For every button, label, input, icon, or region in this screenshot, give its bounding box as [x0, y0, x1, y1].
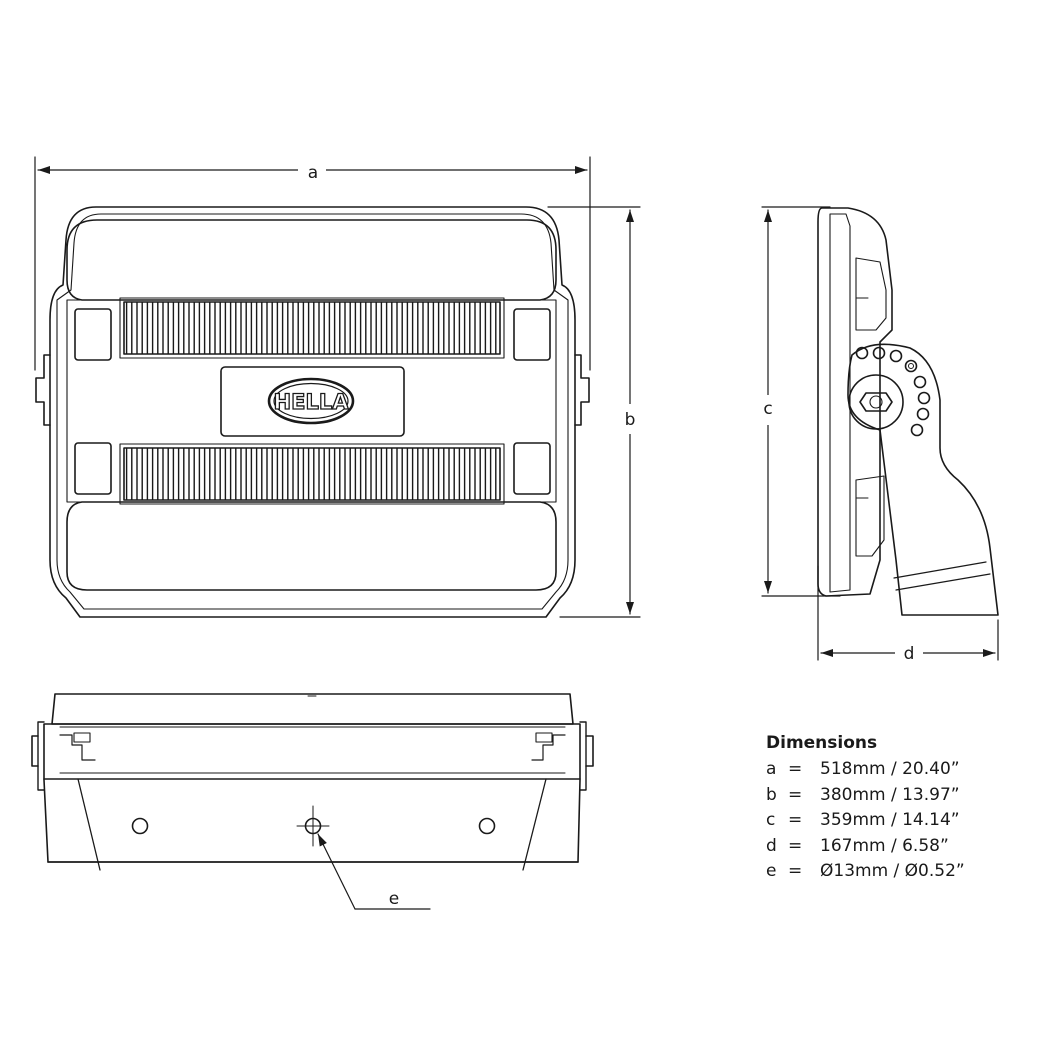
- adjust-hole: [917, 391, 931, 405]
- dimension-row: c = 359mm / 14.14”: [766, 808, 965, 834]
- dimension-equals: =: [788, 835, 803, 856]
- front-corner-lens: [74, 308, 112, 361]
- front-lens-bottom: [66, 501, 557, 591]
- bottom-top-lip: [51, 693, 574, 725]
- dimension-value: 167mm / 6.58”: [820, 835, 949, 856]
- mount-hole: [478, 817, 496, 835]
- dimension-key: e: [766, 861, 777, 881]
- bottom-mount-right: [585, 735, 594, 767]
- side-bracket-arm: [847, 343, 999, 616]
- label-b: b: [625, 410, 636, 430]
- dimension-equals: =: [788, 784, 803, 805]
- logo-ellipse: [267, 377, 355, 425]
- adjust-hole: [904, 359, 918, 373]
- front-corner-lens: [513, 308, 551, 361]
- dimension-equals: =: [788, 810, 803, 830]
- front-led-strip-top: [123, 301, 501, 355]
- label-c: c: [763, 399, 772, 419]
- dimension-key: d: [766, 835, 777, 856]
- dimension-e-leader: [317, 833, 431, 910]
- label-d: d: [904, 644, 915, 664]
- front-mount-right: [574, 354, 590, 426]
- dimensions-legend: Dimensions a = 518mm / 20.40” b = 380mm / 13…: [766, 733, 965, 885]
- dimension-equals: =: [788, 861, 803, 881]
- front-view: [35, 206, 590, 618]
- front-housing-outline: [49, 206, 576, 618]
- dimension-row: e = Ø13mm / Ø0.52”: [766, 859, 965, 885]
- front-corner-lens: [513, 442, 551, 495]
- adjust-hole: [855, 346, 869, 360]
- adjust-hole: [872, 346, 886, 360]
- dimension-key: b: [766, 784, 777, 805]
- dimension-value: 380mm / 13.97”: [820, 784, 960, 805]
- dimension-key: a: [766, 759, 777, 779]
- adjust-hole: [916, 407, 930, 421]
- pivot-bolt-hex: [859, 392, 893, 412]
- side-view: [817, 207, 999, 616]
- label-e: e: [389, 889, 399, 909]
- logo-text: HELLA: [274, 390, 350, 414]
- front-corner-lens: [74, 442, 112, 495]
- label-a: a: [308, 163, 318, 183]
- dimension-value: 518mm / 20.40”: [820, 759, 960, 779]
- logo-plate: [220, 366, 405, 437]
- dimension-row: b = 380mm / 13.97”: [766, 783, 965, 809]
- dimension-key: c: [766, 810, 776, 830]
- dimensions-title: Dimensions: [766, 733, 878, 753]
- adjust-hole: [913, 375, 927, 389]
- adjust-hole: [889, 349, 903, 363]
- front-led-strip-bottom: [123, 447, 501, 501]
- pivot-circle: [848, 374, 904, 430]
- side-housing-outline: [817, 207, 893, 597]
- dimension-row: a = 518mm / 20.40”: [766, 757, 965, 783]
- dimension-row: d = 167mm / 6.58”: [766, 834, 965, 860]
- bottom-view: [31, 693, 594, 871]
- front-mount-left: [35, 354, 51, 426]
- dimension-value: Ø13mm / Ø0.52”: [820, 861, 965, 881]
- adjust-hole: [910, 423, 924, 437]
- mount-hole: [131, 817, 149, 835]
- cooling-fins: [95, 727, 532, 773]
- bottom-mount-left: [31, 735, 39, 767]
- dimension-equals: =: [788, 759, 803, 779]
- front-lens-top: [66, 219, 557, 301]
- dimension-value: 359mm / 14.14”: [820, 810, 960, 830]
